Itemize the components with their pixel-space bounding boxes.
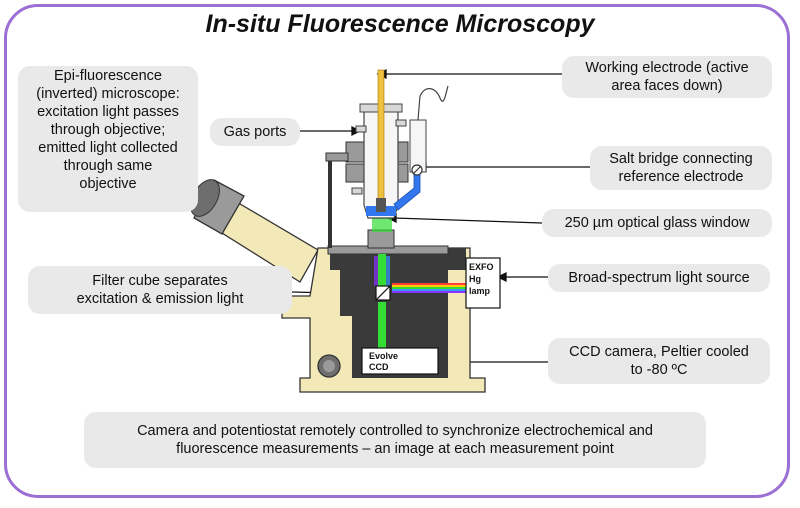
light-source-callout: Broad-spectrum light source	[548, 264, 770, 292]
lamp-label-line2: Hg	[469, 274, 481, 284]
epi-line-7: objective	[79, 176, 137, 192]
gas-ports-callout: Gas ports	[210, 118, 300, 146]
filter-cube	[375, 285, 391, 301]
ccd-camera: Evolve CCD	[361, 347, 439, 375]
stage	[327, 229, 449, 255]
epi-line-4: through objective;	[50, 122, 166, 138]
glass-window-arrow	[393, 217, 543, 224]
glass-window-label: 250 µm optical glass window	[564, 215, 750, 231]
electrochemical-cell	[325, 69, 449, 248]
epi-line-2: (inverted) microscope:	[36, 86, 180, 102]
footer-line-1: Camera and potentiostat remotely control…	[137, 423, 653, 439]
eyepiece	[190, 179, 319, 283]
lamp-label-line3: lamp	[469, 286, 491, 296]
exfo-lamp: EXFO Hg lamp	[465, 257, 501, 309]
epi-line-3: excitation light passes	[37, 104, 179, 120]
ccd-callout: CCD camera, Peltier cooled to -80 ºC	[548, 338, 770, 384]
epi-fluorescence-callout: Epi-fluorescence (inverted) microscope: …	[18, 66, 198, 212]
light-paths	[372, 218, 466, 350]
working-electrode-line-2: area faces down)	[611, 78, 723, 94]
filter-cube-line-2: excitation & emission light	[76, 291, 244, 307]
salt-bridge-line-1: Salt bridge connecting	[609, 151, 753, 167]
camera-label-line1: Evolve	[369, 351, 398, 361]
lamp-label-line1: EXFO	[469, 262, 494, 272]
working-electrode-callout: Working electrode (active area faces dow…	[562, 56, 772, 98]
camera-label-line2: CCD	[369, 362, 389, 372]
filter-cube-line-1: Filter cube separates	[92, 273, 228, 289]
salt-bridge-callout: Salt bridge connecting reference electro…	[590, 146, 772, 190]
salt-bridge-line-2: reference electrode	[618, 169, 744, 185]
light-source-arrowhead	[496, 271, 507, 283]
page-title: In-situ Fluorescence Microscopy	[205, 10, 595, 38]
glass-window-callout: 250 µm optical glass window	[542, 209, 772, 237]
working-electrode-line-1: Working electrode (active	[585, 60, 749, 76]
epi-line-5: emitted light collected	[38, 140, 178, 156]
footer-line-2: fluorescence measurements – an image at …	[176, 441, 614, 457]
gas-ports-label: Gas ports	[223, 124, 287, 140]
ccd-line-1: CCD camera, Peltier cooled	[569, 344, 749, 360]
light-source-label: Broad-spectrum light source	[568, 270, 750, 286]
filter-cube-callout: Filter cube separates excitation & emiss…	[28, 266, 292, 314]
footer-callout: Camera and potentiostat remotely control…	[84, 412, 706, 468]
epi-line-6: through same	[63, 158, 153, 174]
epi-line-1: Epi-fluorescence	[54, 68, 162, 84]
ccd-line-2: to -80 ºC	[630, 362, 688, 378]
